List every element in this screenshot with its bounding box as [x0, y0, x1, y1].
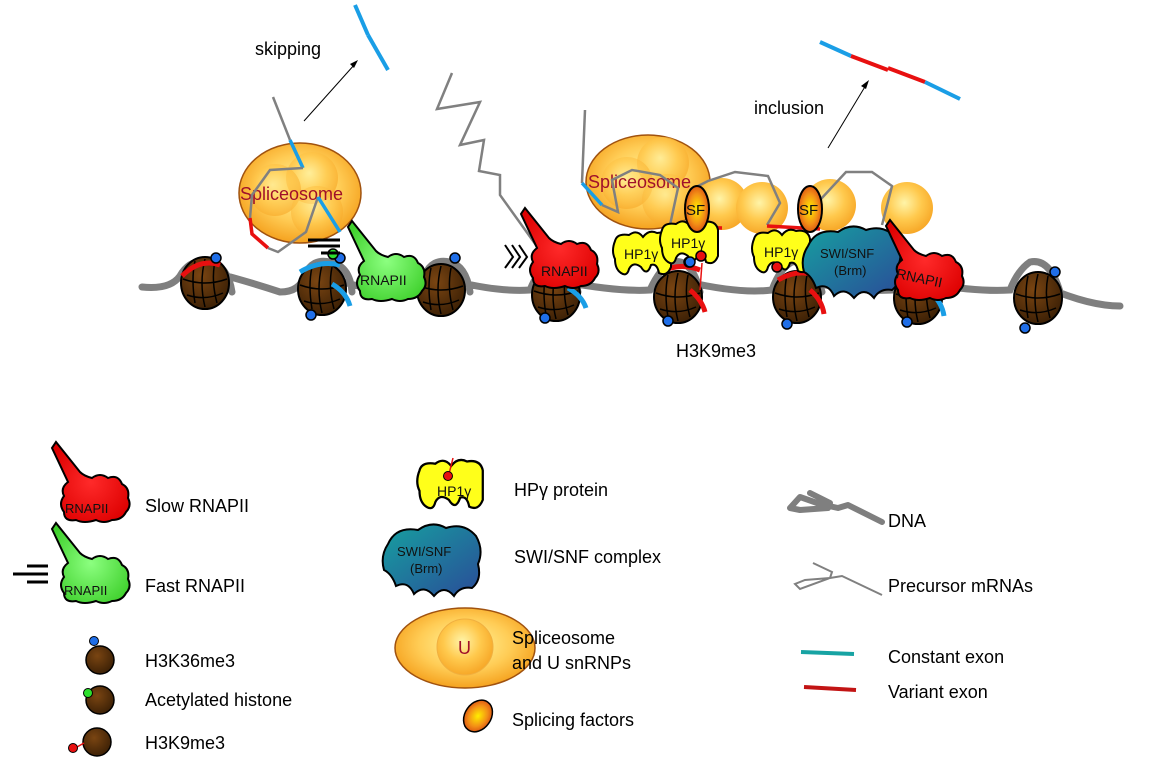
- splicing-factor-1: SF: [684, 185, 710, 233]
- hp1-protein-1: HP1γ: [612, 230, 672, 276]
- legend-swi-line1: SWI/SNF: [397, 544, 451, 559]
- legend-u-text: U: [458, 638, 471, 658]
- nucleosome-8: [1013, 266, 1063, 334]
- skipping-arrowhead: [350, 60, 358, 68]
- legend-fast-rnapii-icon-text: RNAPII: [64, 583, 107, 598]
- swi-snf-complex: SWI/SNF (Brm): [801, 225, 902, 299]
- slow-rnapii-right: RNAPII: [885, 219, 965, 301]
- legend-swi-snf-label: SWI/SNF complex: [514, 547, 661, 567]
- legend-slow-rnapii-icon-text: RNAPII: [65, 501, 108, 516]
- inclusion-label: inclusion: [754, 98, 824, 118]
- slow-rnapii-middle: RNAPII: [504, 207, 600, 289]
- legend-acetylated-histone-label: Acetylated histone: [145, 690, 292, 710]
- pre-mrna-middle: [434, 72, 543, 253]
- inclusion-arrow: [827, 84, 867, 149]
- legend-dna: DNA: [787, 490, 926, 531]
- legend-precursor-mrna-label: Precursor mRNAs: [888, 576, 1033, 596]
- legend-swi-snf: SWI/SNF (Brm) SWI/SNF complex: [381, 523, 661, 597]
- h3k9me3-label: H3K9me3: [676, 341, 756, 361]
- nucleosome-1: [180, 252, 230, 310]
- inclusion-arrowhead: [861, 80, 869, 89]
- legend-precursor-mrna: Precursor mRNAs: [793, 562, 1033, 596]
- legend-h3k9me3: H3K9me3: [68, 727, 225, 757]
- legend-spliceosome: U Spliceosome and U snRNPs: [394, 607, 631, 689]
- hp1-protein-2: HP1γ: [659, 219, 719, 291]
- swi-snf-line1: SWI/SNF: [820, 246, 874, 261]
- dna-strand: [138, 257, 1124, 310]
- fast-rnapii: RNAPII: [308, 220, 427, 302]
- legend-variant-exon-label: Variant exon: [888, 682, 988, 702]
- hp1-protein-3: HP1γ: [751, 228, 811, 274]
- legend-spliceosome-line2: and U snRNPs: [512, 653, 631, 673]
- splicing-factor-2-label: SF: [799, 202, 818, 219]
- legend-acetylated-histone: Acetylated histone: [83, 685, 292, 715]
- nucleosome-4: [531, 268, 589, 324]
- nucleosome-3: [416, 252, 466, 317]
- legend-constant-exon-label: Constant exon: [888, 647, 1004, 667]
- inclusion-product: [819, 40, 961, 101]
- slow-rnapii-middle-label: RNAPII: [541, 263, 588, 279]
- legend-h3k36me3-label: H3K36me3: [145, 651, 235, 671]
- legend: RNAPII Slow RNAPII RNAPII Fast RNAPII H3…: [13, 441, 1033, 757]
- skipping-label: skipping: [255, 39, 321, 59]
- hp1-protein-2-label: HP1γ: [671, 235, 705, 251]
- spliceosome-left-label: Spliceosome: [240, 184, 343, 204]
- skipping-arrow: [303, 63, 356, 122]
- legend-spliceosome-line1: Spliceosome: [512, 628, 615, 648]
- legend-splicing-factors: Splicing factors: [462, 699, 634, 733]
- legend-swi-line2: (Brm): [410, 561, 443, 576]
- legend-variant-exon: Variant exon: [803, 682, 988, 702]
- legend-slow-rnapii-label: Slow RNAPII: [145, 496, 249, 516]
- legend-hp-protein-label: HPγ protein: [514, 480, 608, 500]
- splicing-factor-1-label: SF: [686, 202, 705, 219]
- legend-h3k36me3: H3K36me3: [85, 636, 235, 675]
- legend-fast-rnapii-label: Fast RNAPII: [145, 576, 245, 596]
- legend-fast-rnapii: RNAPII Fast RNAPII: [13, 522, 245, 604]
- skipping-product: [353, 4, 390, 71]
- nucleosome-7: [893, 271, 947, 328]
- fast-rnapii-label: RNAPII: [360, 272, 407, 288]
- legend-constant-exon: Constant exon: [800, 647, 1004, 667]
- pre-mrna-left: [248, 96, 342, 254]
- legend-hp1: HP1γ HPγ protein: [416, 457, 608, 510]
- legend-h3k9me3-label: H3K9me3: [145, 733, 225, 753]
- legend-splicing-factors-label: Splicing factors: [512, 710, 634, 730]
- splicing-factor-2: SF: [797, 185, 823, 233]
- hp1-protein-1-label: HP1γ: [624, 246, 658, 262]
- legend-dna-label: DNA: [888, 511, 926, 531]
- hp1-protein-3-label: HP1γ: [764, 244, 798, 260]
- legend-slow-rnapii: RNAPII Slow RNAPII: [51, 441, 249, 523]
- legend-hp1-icon-text: HP1γ: [437, 483, 471, 499]
- swi-snf-line2: (Brm): [834, 263, 867, 278]
- spliceosome-right-label: Spliceosome: [588, 172, 691, 192]
